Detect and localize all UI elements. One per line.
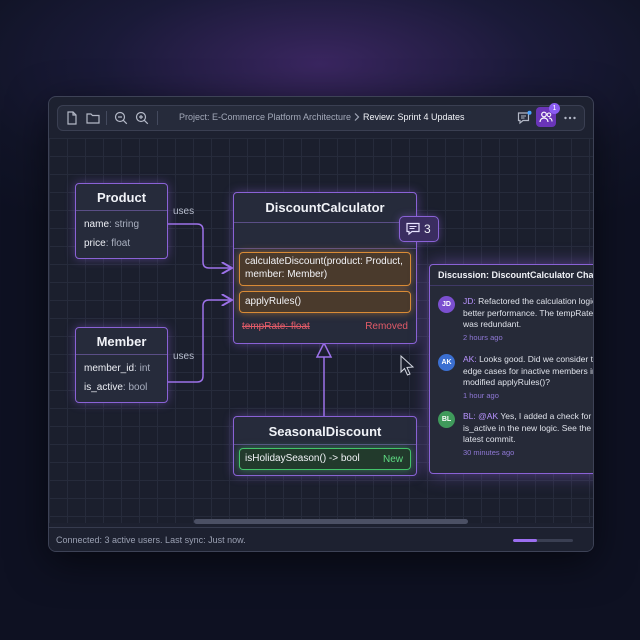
member-class-box[interactable]: Member member_id: int is_active: bool: [75, 327, 168, 403]
zoom-in-icon[interactable]: [134, 110, 150, 126]
horizontal-scrollbar[interactable]: [194, 519, 468, 524]
comment-time: 2 hours ago: [463, 333, 503, 342]
comment-time: 30 minutes ago: [463, 448, 515, 457]
comment-author: JD:: [463, 296, 476, 306]
discount-calculator-title: DiscountCalculator: [265, 200, 385, 215]
comment-mention[interactable]: @AK: [478, 411, 499, 421]
diagram-canvas[interactable]: uses uses Product name: string price: fl…: [49, 138, 593, 523]
product-attr-name: name: string: [84, 219, 140, 230]
comment-text: AK: Looks good. Did we consider the edge…: [463, 354, 593, 389]
avatar: BL: [438, 411, 455, 428]
toolbar: Project: E-Commerce Platform Architectur…: [57, 103, 585, 131]
class-divider: [234, 444, 416, 445]
removed-attr-temprate: tempRate: float: [242, 321, 310, 332]
toolbar-divider: [157, 111, 158, 125]
class-divider: [234, 248, 416, 249]
users-icon: [539, 111, 553, 123]
method-apply-rules[interactable]: applyRules(): [239, 291, 411, 313]
discussion-title: Discussion: DiscountCalculator Changes: [430, 265, 593, 286]
comment-time: 1 hour ago: [463, 391, 499, 400]
collaborators-count-badge: 1: [549, 103, 560, 114]
product-class-title: Product: [96, 190, 147, 205]
comment-author: AK:: [463, 354, 477, 364]
class-divider: [234, 222, 416, 223]
chevron-right-icon: [354, 113, 360, 121]
method-signature: isHolidaySeason() -> bool: [245, 453, 360, 464]
comment-text: BL: @AK Yes, I added a check for is_acti…: [463, 411, 593, 446]
more-options-icon[interactable]: [562, 110, 578, 126]
breadcrumb-review[interactable]: Review: Sprint 4 Updates: [363, 112, 465, 122]
attr-name: member_id: [84, 363, 135, 374]
new-label: New: [382, 454, 403, 465]
attr-type: string: [114, 219, 140, 230]
mouse-cursor-icon: [400, 354, 415, 376]
member-class-title: Member: [96, 334, 147, 349]
connector-lines: [167, 212, 422, 417]
removed-attribute-row: tempRate: float Removed: [242, 321, 408, 332]
attr-type: bool: [128, 382, 148, 393]
status-text: Connected: 3 active users. Last sync: Ju…: [56, 535, 246, 545]
avatar: AK: [438, 354, 455, 371]
toolbar-divider: [106, 111, 107, 125]
class-divider: [76, 354, 167, 355]
discount-calculator-class-box[interactable]: DiscountCalculator calculateDiscount(pro…: [233, 192, 417, 344]
comment-body: Yes, I added a check for is_active in th…: [463, 411, 592, 444]
removed-label: Removed: [365, 321, 408, 332]
product-uses-connector: [167, 223, 232, 268]
seasonal-discount-class-box[interactable]: SeasonalDiscount isHolidaySeason() -> bo…: [233, 416, 417, 476]
comments-icon[interactable]: [516, 110, 532, 126]
new-file-icon[interactable]: [64, 110, 80, 126]
method-calculate-discount[interactable]: calculateDiscount(product: Product, memb…: [239, 252, 411, 286]
member-attr-member-id: member_id: int: [84, 363, 151, 374]
zoom-out-icon[interactable]: [113, 110, 129, 126]
attr-type: float: [111, 238, 131, 249]
comment-author: BL:: [463, 411, 476, 421]
discussion-panel: Discussion: DiscountCalculator Changes J…: [429, 264, 594, 474]
sync-progress-fill: [513, 539, 537, 542]
attr-type: int: [139, 363, 151, 374]
open-folder-icon[interactable]: [85, 110, 101, 126]
inheritance-arrowhead: [315, 341, 333, 358]
uses-label: uses: [173, 206, 195, 217]
comment-text: JD: Refactored the calculation logic for…: [463, 296, 594, 331]
status-bar: Connected: 3 active users. Last sync: Ju…: [49, 527, 593, 551]
member-uses-connector: [167, 300, 232, 383]
seasonal-discount-title: SeasonalDiscount: [268, 424, 382, 439]
comment-count-bubble[interactable]: 3: [399, 216, 439, 242]
avatar: JD: [438, 296, 455, 313]
comment-body: Looks good. Did we consider the edge cas…: [463, 354, 593, 387]
class-divider: [76, 210, 167, 211]
method-is-holiday-season[interactable]: isHolidaySeason() -> bool New: [239, 448, 411, 470]
sync-progress-bar: [513, 539, 573, 542]
comment-count: 3: [424, 222, 431, 236]
attr-name: price: [84, 238, 106, 249]
review-window: Project: E-Commerce Platform Architectur…: [48, 96, 594, 552]
comment-body: Refactored the calculation logic for bet…: [463, 296, 594, 329]
product-class-box[interactable]: Product name: string price: float: [75, 183, 168, 259]
attr-name: name: [84, 219, 110, 230]
attr-name: is_active: [84, 382, 123, 393]
uses-label: uses: [173, 351, 195, 362]
product-attr-price: price: float: [84, 238, 131, 249]
breadcrumb-project[interactable]: Project: E-Commerce Platform Architectur…: [179, 112, 352, 122]
member-attr-is-active: is_active: bool: [84, 382, 148, 393]
comment-icon: [406, 222, 420, 236]
